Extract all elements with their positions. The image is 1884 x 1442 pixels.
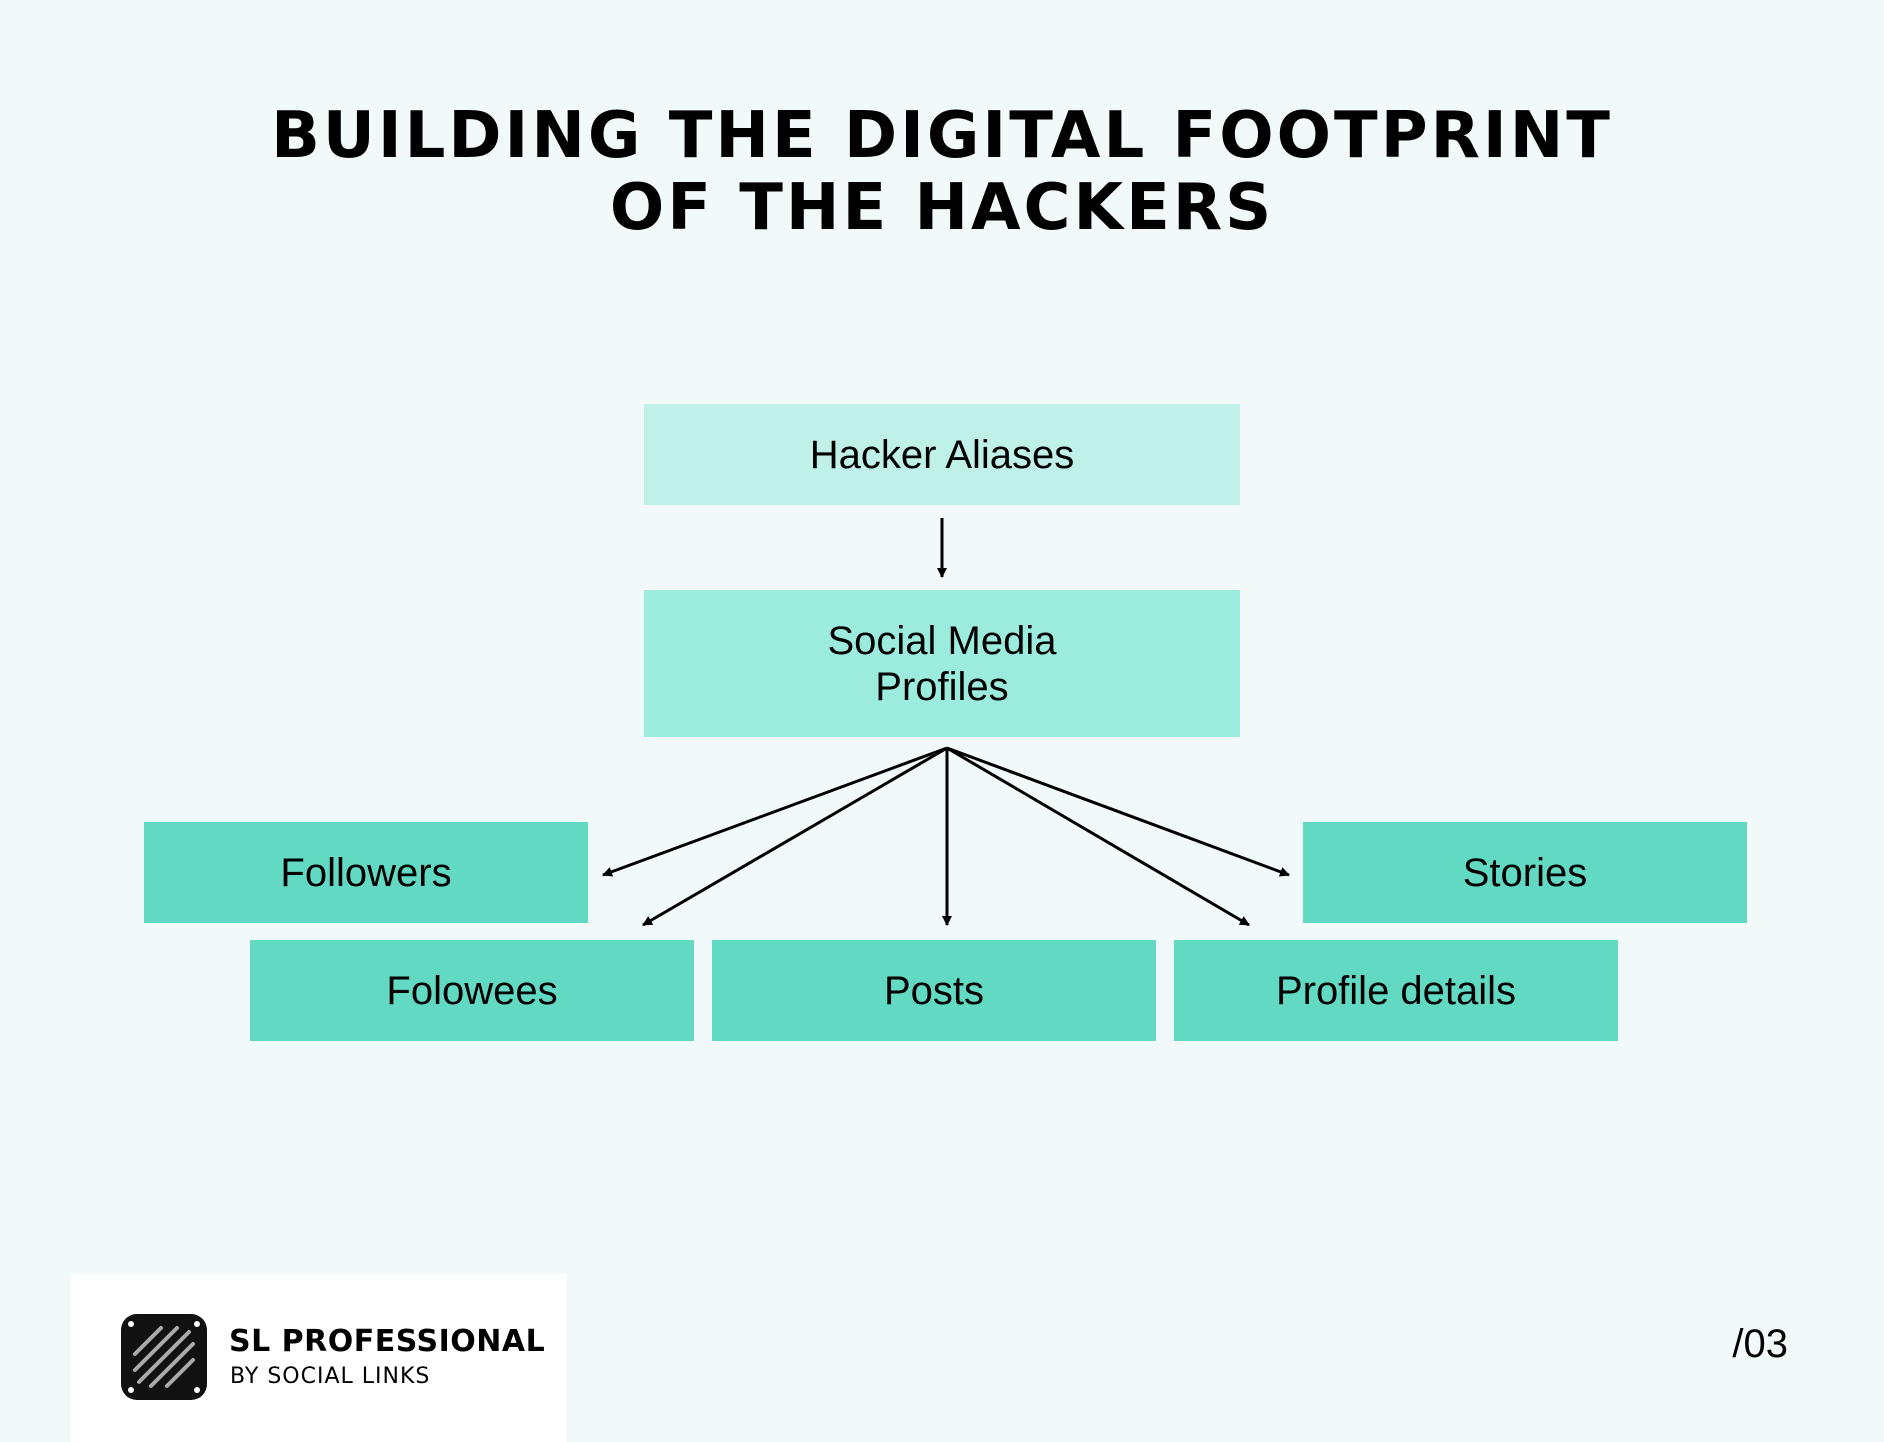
node-stories: Stories: [1303, 822, 1747, 923]
page-title: BUILDING THE DIGITAL FOOTPRINT OF THE HA…: [0, 100, 1884, 244]
brand-subtitle: BY SOCIAL LINKS: [230, 1364, 431, 1389]
node-profile-details: Profile details: [1174, 940, 1618, 1041]
node-posts-label: Posts: [883, 968, 985, 1013]
node-stories-label: Stories: [1462, 850, 1588, 895]
node-folowees-label: Folowees: [386, 968, 558, 1013]
diagonal-stripes-icon: [121, 1314, 207, 1400]
arrow-profiles-to-stories: [946, 746, 1290, 877]
brand-name: SL PROFESSIONAL: [229, 1324, 546, 1359]
node-folowees: Folowees: [250, 940, 694, 1041]
arrow-profiles-to-followers: [602, 746, 948, 877]
node-hacker-aliases-label: Hacker Aliases: [809, 432, 1075, 477]
title-line-2: OF THE HACKERS: [609, 171, 1275, 245]
node-social-media-profiles-label: Social Media Profiles: [827, 618, 1057, 709]
node-hacker-aliases: Hacker Aliases: [644, 404, 1240, 505]
node-social-media-profiles: Social Media Profiles: [644, 590, 1240, 737]
node-followers-label: Followers: [280, 850, 452, 895]
arrow-profiles-to-details: [946, 746, 1250, 927]
page-number: /03: [1732, 1322, 1788, 1366]
node-posts: Posts: [712, 940, 1156, 1041]
title-line-1: BUILDING THE DIGITAL FOOTPRINT: [271, 99, 1613, 173]
node-followers: Followers: [144, 822, 588, 923]
node-profile-details-label: Profile details: [1275, 968, 1517, 1013]
arrow-profiles-to-folowees: [642, 746, 948, 927]
brand-block: SL PROFESSIONAL BY SOCIAL LINKS: [70, 1274, 566, 1442]
